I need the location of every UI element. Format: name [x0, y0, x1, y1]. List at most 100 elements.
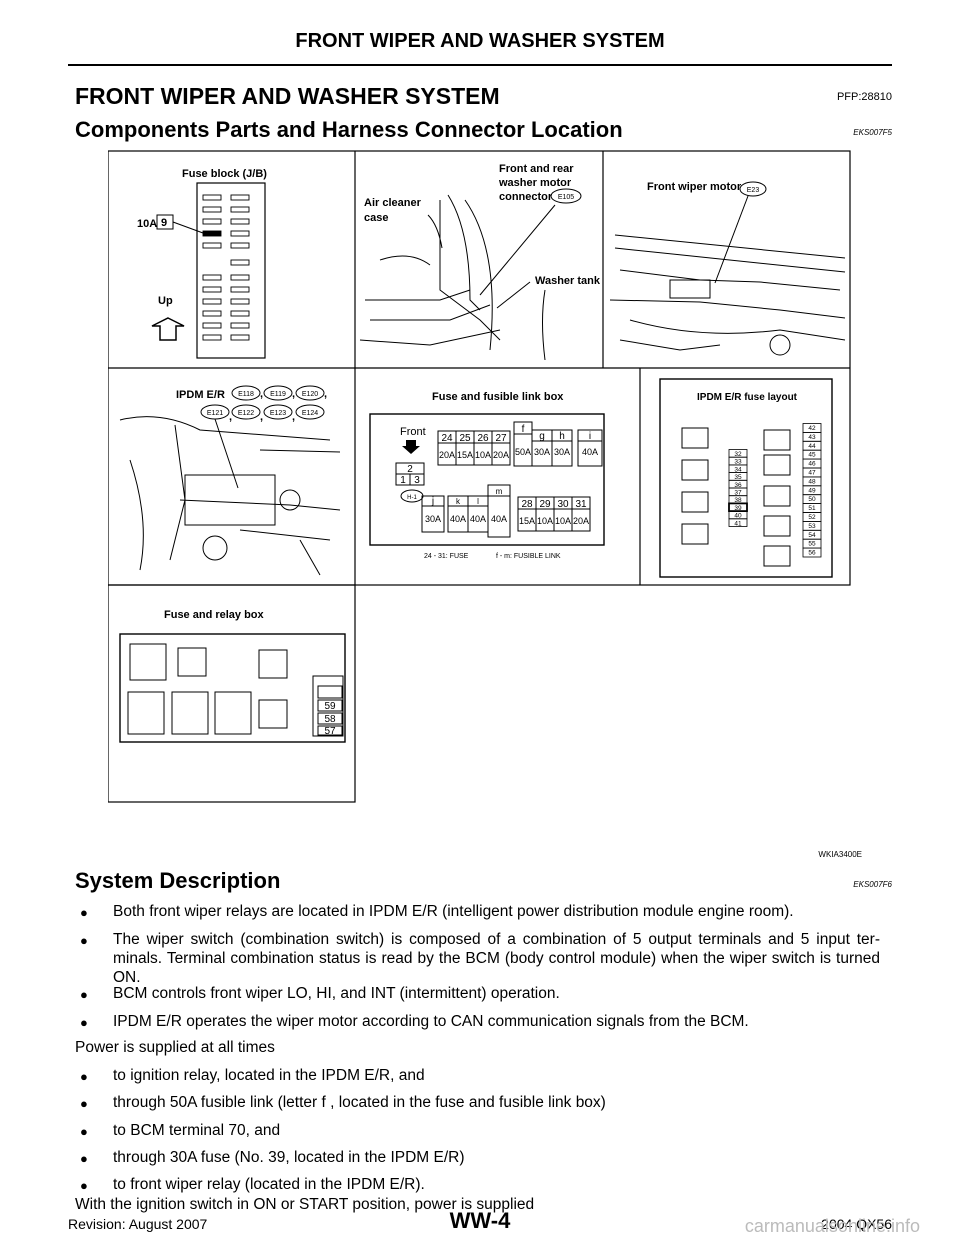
- list-item: ● to front wiper relay (located in the I…: [80, 1175, 880, 1195]
- list-item-text: through 50A fusible link (letter f , loc…: [113, 1094, 606, 1111]
- fuse-26-rating: 10A: [475, 450, 491, 460]
- ipdm-fuse-number: 33: [734, 459, 742, 466]
- link-f-rating: 50A: [515, 447, 531, 457]
- link-i: i: [589, 431, 591, 442]
- svg-text:,: ,: [324, 388, 327, 400]
- bullet-icon: ●: [80, 905, 88, 920]
- bullet-icon: ●: [80, 1178, 88, 1193]
- subsection-code-components: EKS007F5: [853, 128, 892, 137]
- ipdm-connector-e121: E121: [207, 410, 223, 417]
- connector-h1: H-1: [407, 495, 417, 501]
- component-location-figure: Fuse block (J/B) 10A 9 Up Air cleaner ca…: [108, 150, 851, 803]
- ipdm-fuse-number: 53: [808, 523, 816, 530]
- svg-text:,: ,: [229, 411, 232, 423]
- link-g-rating: 30A: [534, 447, 550, 457]
- ipdm-fuse-number: 36: [734, 482, 742, 489]
- list-item-text: BCM controls front wiper LO, HI, and INT…: [113, 985, 560, 1002]
- ipdm-connector-e120: E120: [302, 391, 318, 398]
- ipdm-connector-e118: E118: [238, 391, 254, 398]
- link-i-rating: 40A: [582, 447, 598, 457]
- running-header: FRONT WIPER AND WASHER SYSTEM: [295, 30, 665, 52]
- washer-connector-panel: Air cleaner case Front and rear washer m…: [359, 163, 601, 361]
- power-intro: Power is supplied at all times: [75, 1039, 275, 1056]
- ipdm-fuse-number: 40: [734, 513, 742, 520]
- revision-label: Revision: August 2007: [68, 1216, 208, 1232]
- fuse-31: 31: [575, 499, 587, 510]
- front-label: Front: [400, 426, 426, 438]
- ipdm-fuse-layout-panel: IPDM E/R fuse layout 3233343536373839404…: [659, 378, 833, 578]
- ipdm-fuse-slot: [728, 518, 748, 527]
- fuse-27-rating: 20A: [493, 450, 509, 460]
- list-item-text: to BCM terminal 70, and: [113, 1122, 281, 1139]
- fuse-29: 29: [539, 499, 551, 510]
- air-cleaner-label: Air cleaner: [364, 197, 422, 209]
- ipdm-fuse-number: 43: [808, 434, 816, 441]
- svg-text:,: ,: [260, 388, 263, 400]
- up-arrow-icon: [151, 317, 185, 341]
- washer-connector-code: E105: [558, 194, 574, 201]
- fuse-block-title: Fuse block (J/B): [182, 168, 267, 180]
- bullet-icon: ●: [80, 1151, 88, 1166]
- link-m: m: [496, 487, 503, 496]
- legend-fusible-link: f - m: FUSIBLE LINK: [496, 553, 561, 560]
- link-k-rating: 40A: [450, 514, 466, 524]
- ipdm-fuse-slot: [802, 547, 822, 558]
- ipdm-fuse-number: 35: [734, 474, 742, 481]
- ipdm-connector-e119: E119: [270, 391, 286, 398]
- ipdm-fuse-number: 50: [808, 496, 816, 503]
- ipdm-fuse-number: 56: [808, 550, 816, 557]
- subsection-title-system: System Description: [75, 868, 281, 893]
- bullet-icon: ●: [80, 1015, 88, 1030]
- ipdm-fuse-number: 54: [808, 532, 816, 539]
- link-k: k: [456, 497, 461, 506]
- bullet-icon: ●: [80, 1069, 88, 1084]
- link-m-rating: 40A: [491, 514, 507, 524]
- ipdm-fuse-number: 47: [808, 470, 816, 477]
- case-label: case: [364, 212, 388, 224]
- ipdm-connector-e122: E122: [238, 410, 254, 417]
- link-j: j: [431, 496, 434, 507]
- wiper-motor-panel: Front wiper motor E23: [609, 181, 846, 356]
- svg-text:,: ,: [260, 411, 263, 423]
- link-l-rating: 40A: [470, 514, 486, 524]
- fuse-relay-box-panel: Fuse and relay box 59 58 57: [119, 609, 346, 743]
- wiper-motor-code: E23: [747, 187, 760, 194]
- list-item: ● through 30A fuse (No. 39, located in t…: [80, 1148, 880, 1168]
- fuse-24-rating: 20A: [439, 450, 455, 460]
- relay-fuse-57: 57: [324, 726, 336, 737]
- up-label: Up: [158, 295, 173, 307]
- list-item: ● IPDM E/R operates the wiper motor acco…: [80, 1012, 880, 1032]
- fuse-relay-box-title: Fuse and relay box: [164, 609, 265, 621]
- link-h-rating: 30A: [554, 447, 570, 457]
- link-g: g: [539, 431, 545, 442]
- list-item: ● Both front wiper relays are located in…: [80, 902, 880, 922]
- fuse-28-rating: 15A: [519, 516, 535, 526]
- watermark: carmanualsonline.info: [744, 1216, 920, 1236]
- header-rule: [68, 64, 892, 66]
- section-code: PFP:28810: [836, 91, 892, 103]
- list-item: ● The wiper switch (combination switch) …: [80, 930, 880, 990]
- ipdm-fuse-number: 52: [808, 514, 816, 521]
- list-item-text: IPDM E/R operates the wiper motor accord…: [113, 1013, 749, 1030]
- ipdm-fuse-number: 38: [734, 497, 742, 504]
- list-item: ● to ignition relay, located in the IPDM…: [80, 1066, 880, 1086]
- ipdm-label: IPDM E/R: [176, 389, 225, 401]
- list-item-text: Both front wiper relays are located in I…: [113, 903, 794, 920]
- list-item: ● BCM controls front wiper LO, HI, and I…: [80, 984, 880, 1004]
- list-item-text: The wiper switch (combination switch) is…: [113, 931, 880, 986]
- fuse-rating-label: 10A: [137, 218, 157, 230]
- link-h: h: [559, 431, 565, 442]
- ipdm-layout-title: IPDM E/R fuse layout: [697, 392, 798, 403]
- list-item-text: to ignition relay, located in the IPDM E…: [113, 1067, 425, 1084]
- ipdm-fuse-number: 51: [808, 505, 816, 512]
- ipdm-fuse-number: 39: [734, 505, 742, 512]
- pin-1: 1: [400, 475, 406, 486]
- list-item-text: through 30A fuse (No. 39, located in the…: [113, 1149, 465, 1166]
- washer-connector-line2: washer motor: [498, 177, 572, 189]
- washer-tank-label: Washer tank: [535, 275, 601, 287]
- bullet-icon: ●: [80, 987, 88, 1002]
- ipdm-fuse-number: 46: [808, 461, 816, 468]
- fuse-block-panel: Fuse block (J/B) 10A 9 Up: [137, 168, 267, 359]
- fusible-link-box-title: Fuse and fusible link box: [432, 391, 564, 403]
- ipdm-fuse-number: 55: [808, 541, 816, 548]
